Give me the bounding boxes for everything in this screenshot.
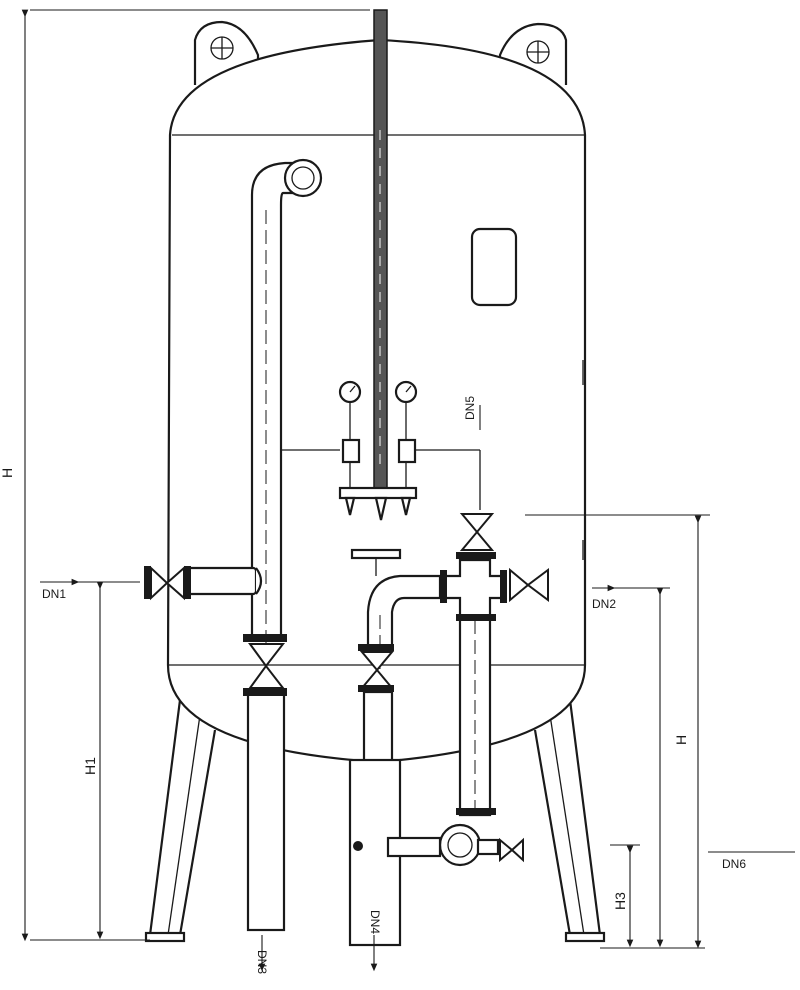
manhole bbox=[470, 227, 518, 307]
dn6-label: DN6 bbox=[722, 857, 746, 871]
central-pipe bbox=[373, 9, 388, 489]
dn4-label: DN4 bbox=[368, 910, 382, 934]
h3-label: H3 bbox=[612, 892, 628, 910]
support-legs bbox=[144, 699, 606, 943]
dn3-label: DN3 bbox=[255, 950, 269, 974]
inlet-pipe-left bbox=[243, 158, 340, 932]
dn1-inlet bbox=[144, 565, 263, 601]
dn1-label: DN1 bbox=[42, 587, 66, 601]
pressure-gauges bbox=[338, 380, 481, 521]
dn2-label: DN2 bbox=[592, 597, 616, 611]
h1-label: H1 bbox=[82, 757, 98, 775]
h2-label: H bbox=[673, 735, 689, 745]
backwash-pipes bbox=[348, 513, 549, 947]
total-height-label: H bbox=[0, 468, 15, 478]
dn5-label: DN5 bbox=[463, 396, 477, 420]
dimensions bbox=[21, 9, 795, 972]
